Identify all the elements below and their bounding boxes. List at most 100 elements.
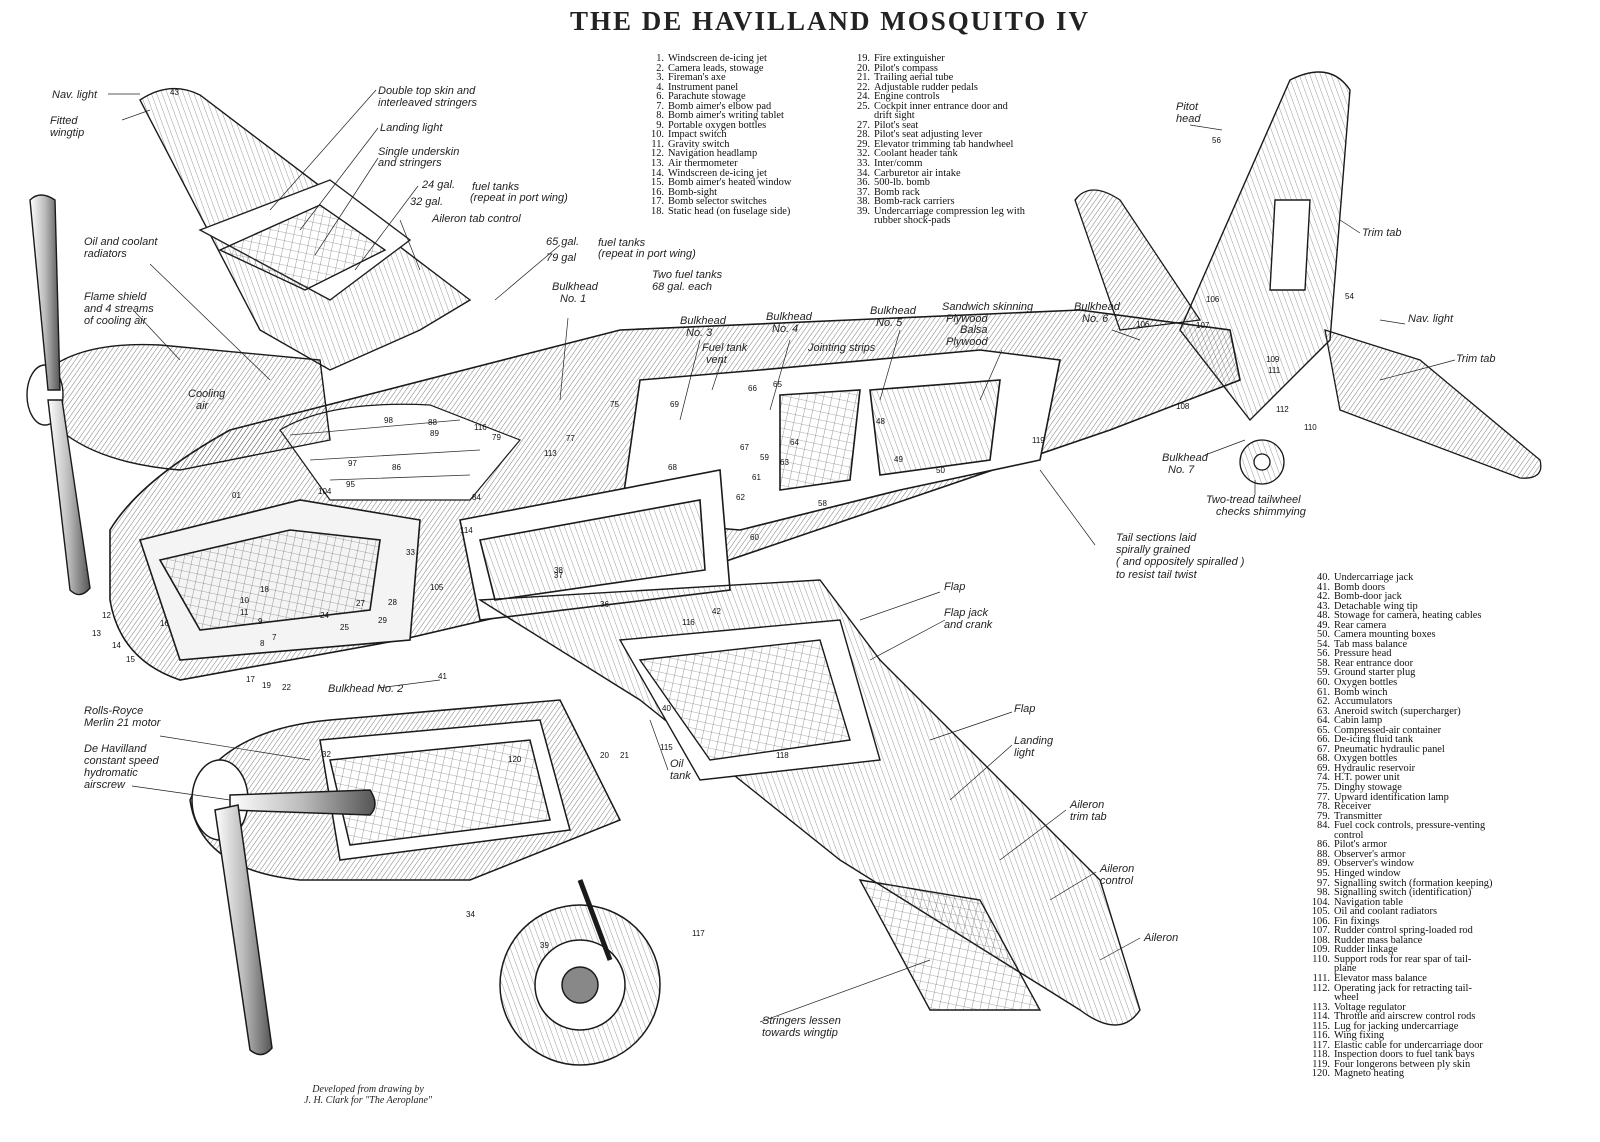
legend-item: 6.Parachute stowage [640, 91, 791, 101]
legend-item: 40.Undercarriage jack [1306, 572, 1492, 582]
callout-label: fuel tanks [472, 181, 520, 193]
legend-item: 65.Compressed-air container [1306, 725, 1492, 735]
legend-item: 69.Hydraulic reservoir [1306, 763, 1492, 773]
legend-item: 95.Hinged window [1306, 868, 1492, 878]
legend-item-number: 33. [857, 158, 870, 170]
legend-item-number: 54. [1317, 638, 1330, 650]
legend-item-text: Bomb rack [874, 186, 920, 198]
legend-item-text: Transmitter [1334, 810, 1383, 822]
legend-item: 112.Operating jack for retracting tail-w… [1306, 983, 1492, 1003]
legend-item-text: Detachable wing tip [1334, 600, 1418, 612]
part-number-label: 33 [406, 548, 415, 557]
legend-item-number: 61. [1317, 686, 1330, 698]
legend-item-text: Navigation headlamp [668, 148, 758, 160]
legend-item-text: Bomb selector switches [668, 196, 767, 208]
callout-label: interleaved stringers [378, 97, 478, 109]
legend-item: 61. Bomb winch [1306, 686, 1492, 698]
legend-item-number: 120. [1311, 1068, 1330, 1080]
legend-item-number: 109. [1311, 944, 1330, 956]
legend-item-number: 39. [857, 205, 870, 217]
part-number-label: 38 [554, 566, 563, 575]
callout-label: Cooling [188, 388, 226, 400]
callout-label: Two fuel tanks [652, 269, 723, 281]
part-number-label: 29 [378, 616, 387, 625]
part-number-label: 120 [508, 755, 522, 764]
part-number-label: 109 [1266, 355, 1280, 364]
legend-item-number: 16. [651, 186, 664, 198]
legend-item-text: Fuel cock controls, pressure-venting [1334, 820, 1486, 832]
callout-label: Plywood [946, 336, 988, 348]
legend-item-text: Oil and coolant radiators [1334, 906, 1438, 918]
callout-label: Bulkhead [552, 281, 599, 293]
legend-item-number: 2. [656, 62, 664, 74]
legend-item-number: 37. [857, 186, 870, 198]
part-number-label: 68 [668, 463, 677, 472]
legend-item-text: Navigation table [1334, 896, 1403, 908]
legend-item: 67.Pneumatic hydraulic panel [1306, 743, 1492, 755]
part-number-label: 58 [818, 499, 827, 508]
legend-item-number: 27. [857, 119, 870, 131]
legend-item: 10.Impact switch [640, 130, 791, 140]
part-number-label: 8 [260, 639, 265, 648]
legend-item-text: Rudder mass balance [1334, 934, 1423, 946]
legend-item-text: Oxygen bottles [1334, 677, 1398, 689]
part-number-label: 34 [466, 910, 475, 919]
callout-label: Aileron tab control [431, 213, 521, 225]
part-number-label: 106 [1206, 295, 1220, 304]
part-number-label: 15 [126, 655, 135, 664]
callout-label: Flap jack [944, 607, 989, 619]
legend-item-number: 49. [1317, 619, 1330, 631]
part-number-label: 75 [610, 400, 619, 409]
legend-item-number: 116. [1312, 1030, 1330, 1042]
callout-label: to resist tail twist [1116, 569, 1198, 581]
legend-item-text: Bomb winch [1334, 686, 1388, 698]
legend-item-number: 88. [1317, 848, 1330, 860]
callout-label: Bulkhead [766, 311, 813, 323]
legend-item: 60.Oxygen bottles [1306, 677, 1492, 689]
legend-item: 49. Rear camera [1306, 619, 1492, 631]
legend-item-text: Pneumatic hydraulic panel [1334, 743, 1445, 755]
part-number-label: 116 [474, 423, 487, 432]
part-number-label: 116 [682, 618, 695, 627]
part-number-label: 112 [1276, 405, 1289, 414]
legend-item-text: Oxygen bottles [1334, 753, 1398, 765]
callout-label: trim tab [1070, 811, 1107, 823]
callout-label: head [1176, 113, 1201, 125]
part-number-label: 27 [356, 599, 365, 608]
legend-item-number: 42. [1317, 591, 1330, 603]
part-number-label: 21 [620, 751, 629, 760]
legend-item: 86.Pilot's armor [1306, 840, 1492, 850]
callout-label: Landing light [380, 122, 443, 134]
callout-label: 68 gal. each [652, 281, 712, 293]
legend-item: 114.Throttle and airscrew control rods [1306, 1011, 1492, 1021]
legend-item-number: 106. [1311, 915, 1330, 927]
tailplane-port [1074, 189, 1542, 479]
legend-item-text: Aneroid switch (supercharger) [1334, 705, 1461, 717]
legend-item-number: 43. [1317, 600, 1330, 612]
callout-label: 79 gal [546, 252, 577, 264]
part-number-label: 17 [246, 675, 255, 684]
part-number-label: 110 [1304, 423, 1317, 432]
callout-label: ( and oppositely spiralled ) [1116, 556, 1245, 568]
callout-label: Bulkhead [1162, 452, 1209, 464]
part-number-label: 69 [670, 400, 679, 409]
legend-item-text: Windscreen de-icing jet [668, 53, 767, 64]
legend-item-number: 3. [656, 72, 664, 84]
callout-label: 32 gal. [410, 196, 443, 208]
legend-item-number: 119. [1312, 1058, 1330, 1070]
legend-item-text: Fire extinguisher [874, 53, 945, 64]
part-number-label: 63 [780, 458, 789, 467]
legend-item-number: 36. [857, 177, 870, 189]
callout-label: No. 5 [876, 317, 903, 329]
legend-item-text: Rear camera [1334, 619, 1387, 631]
legend-item: 63.Aneroid switch (supercharger) [1306, 705, 1492, 717]
legend-item-number: 9. [656, 119, 664, 131]
legend-item-text: Bomb doors [1334, 581, 1386, 593]
part-number-label: 43 [170, 88, 179, 97]
part-number-label: 77 [566, 434, 575, 443]
legend-item: 24.Engine controls [846, 91, 1025, 101]
callout-label: Jointing strips [807, 342, 876, 354]
legend-item-text: Portable oxygen bottles [668, 119, 767, 131]
legend-item: 116.Wing fixing [1306, 1031, 1492, 1041]
callout-label: and crank [944, 619, 993, 631]
